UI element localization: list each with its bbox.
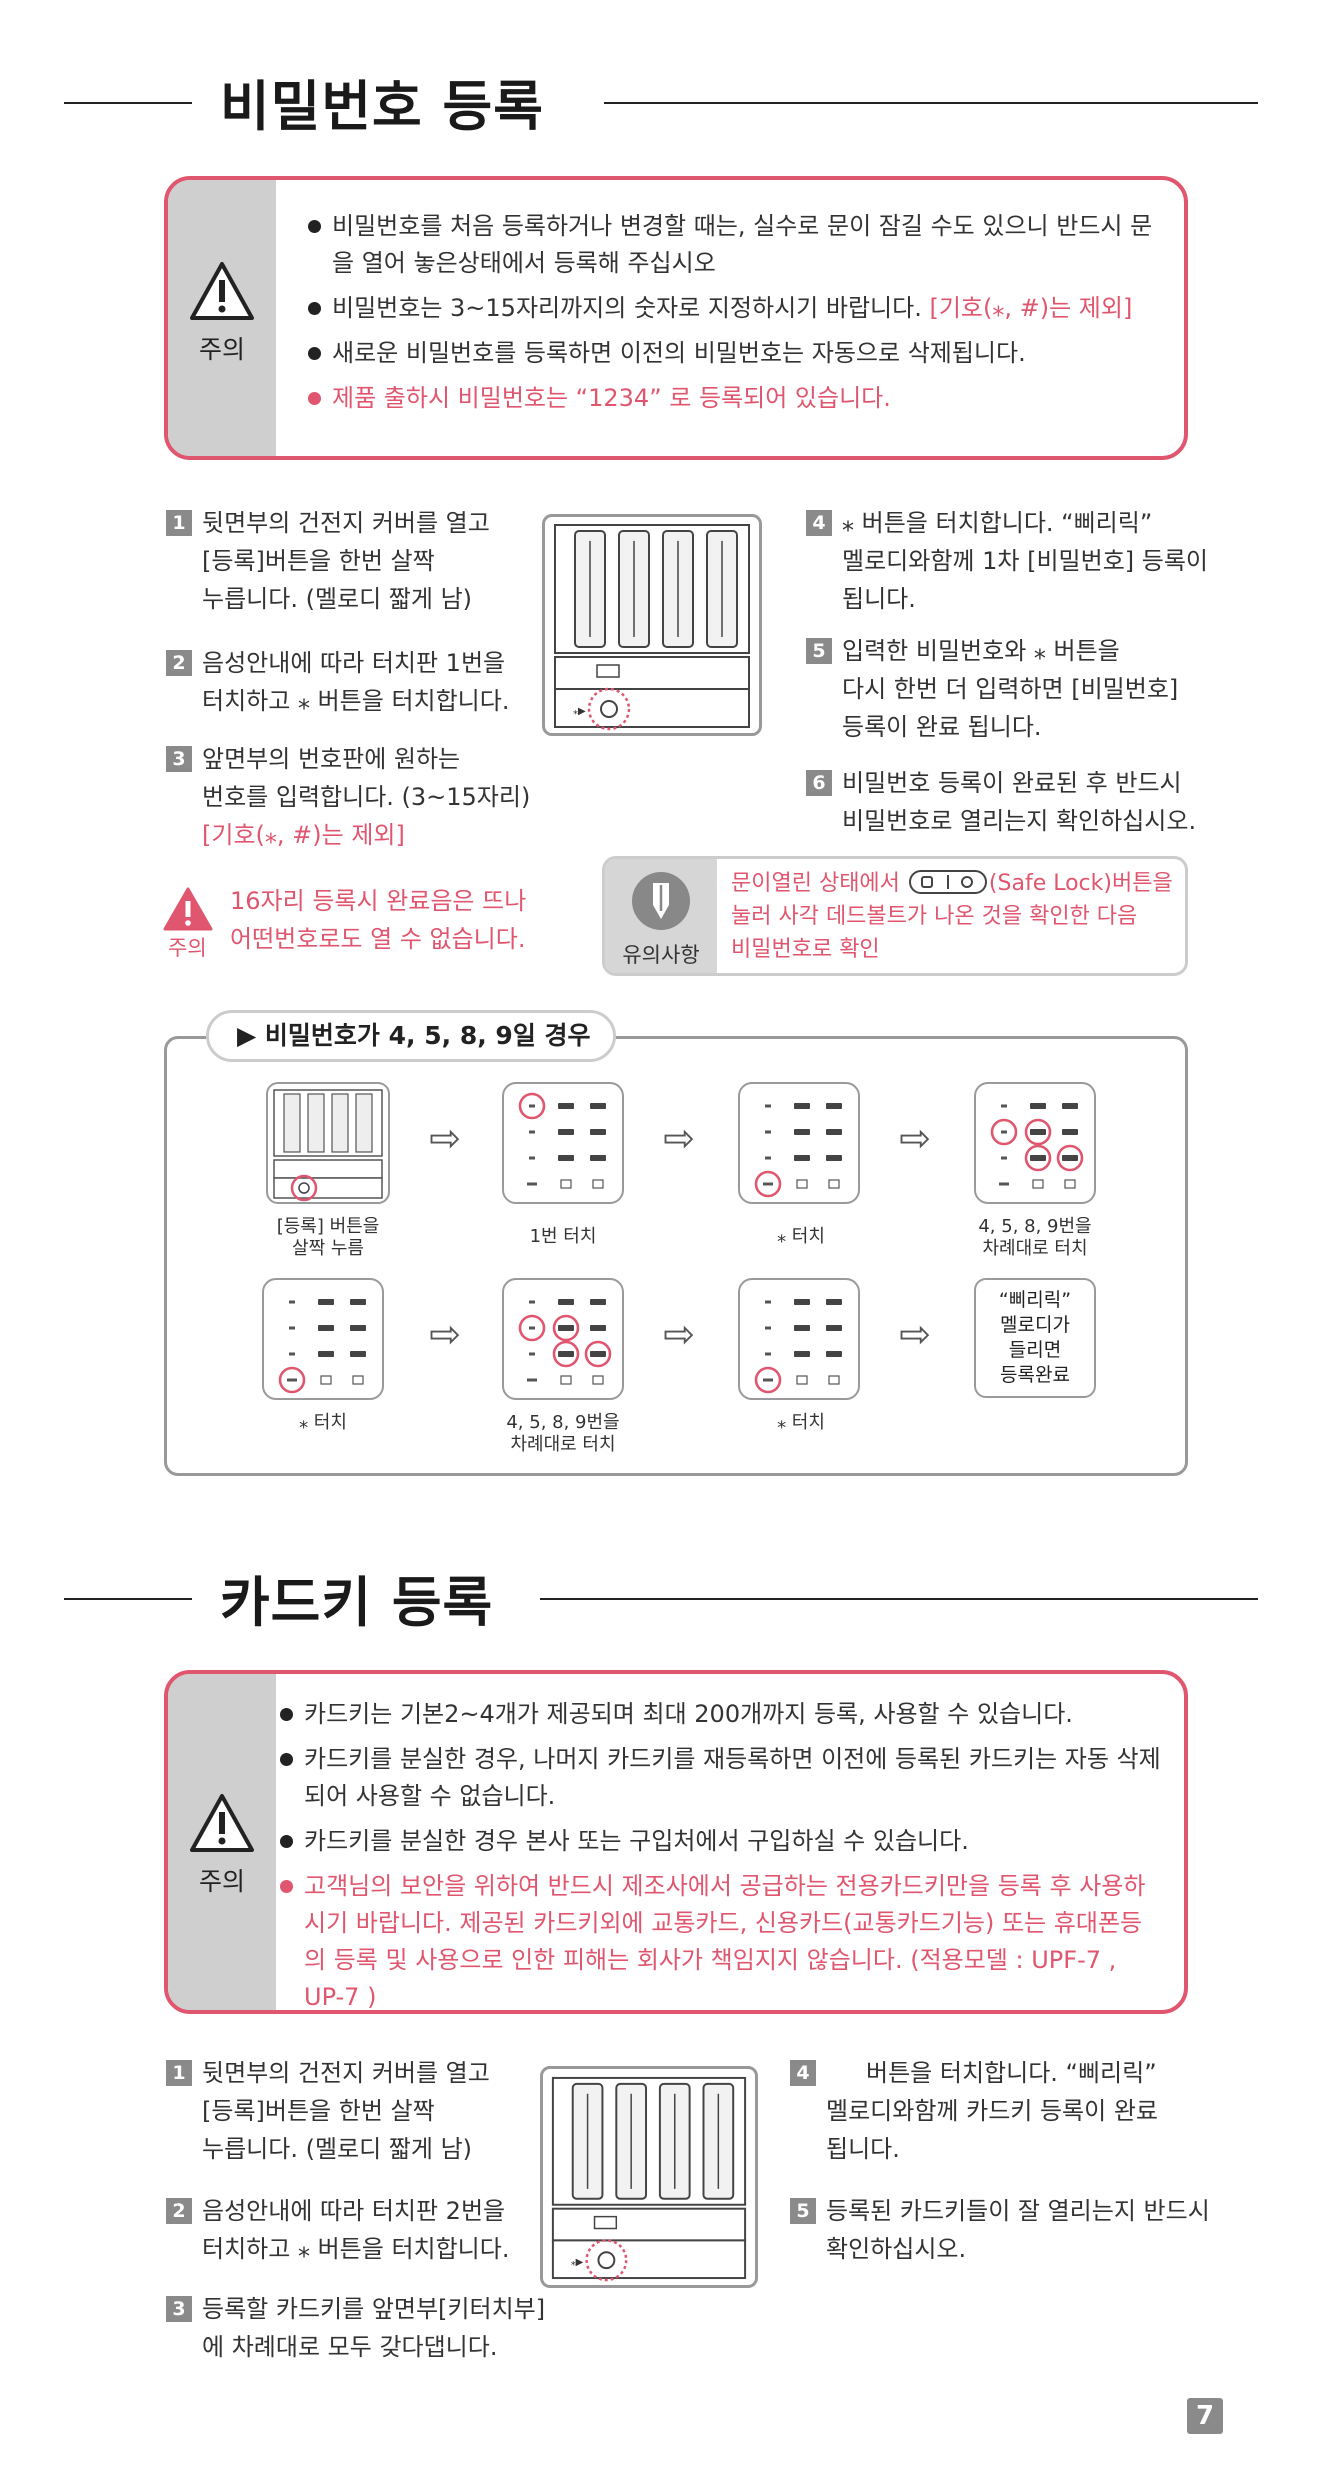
keypad-5 xyxy=(502,1278,624,1400)
caution-line: 카드키를 분실한 경우, 나머지 카드키를 재등록하면 이전에 등록된 카드키는… xyxy=(280,1741,1164,1815)
example-title: ▶ 비밀번호가 4, 5, 8, 9일 경우 xyxy=(206,1010,616,1062)
page-title: 비밀번호 등록 xyxy=(220,75,544,138)
caution-box-cardkey: 주의 카드키는 기본2~4개가 제공되며 최대 200개까지 등록, 사용할 수… xyxy=(164,1670,1188,2014)
caution-label: 주의 xyxy=(198,335,245,364)
arrow-right-icon: ⇨ xyxy=(899,1116,931,1160)
svg-text:⁎▶: ⁎▶ xyxy=(571,2257,584,2268)
caption: ⁎ 터치 xyxy=(777,1412,825,1433)
arrow-right-icon: ⇨ xyxy=(429,1312,461,1356)
caution-box-password: 주의 비밀번호를 처음 등록하거나 변경할 때는, 실수로 문이 잠길 수도 있… xyxy=(164,176,1188,460)
caption: 1번 터치 xyxy=(529,1226,597,1247)
keypad-4 xyxy=(262,1278,384,1400)
caution-line: 비밀번호를 처음 등록하거나 변경할 때는, 실수로 문이 잠길 수도 있으니 … xyxy=(308,208,1160,282)
arrow-right-icon: ⇨ xyxy=(899,1312,931,1356)
keypad-3 xyxy=(974,1082,1096,1204)
section-title-password: 비밀번호 등록 xyxy=(0,62,1319,142)
caution-label: 주의 xyxy=(198,1867,245,1896)
caution-line: 카드키를 분실한 경우 본사 또는 구입처에서 구입하실 수 있습니다. xyxy=(280,1823,1164,1860)
caution-line: 고객님의 보안을 위하여 반드시 제조사에서 공급하는 전용카드키만을 등록 후… xyxy=(280,1868,1164,2010)
battery-compartment-image: ⁎▶ xyxy=(542,514,762,736)
arrow-right-icon: ⇨ xyxy=(663,1116,695,1160)
svg-text:⁎▶: ⁎▶ xyxy=(573,706,586,717)
safe-lock-button-icon xyxy=(908,870,987,894)
caution-line: 새로운 비밀번호를 등록하면 이전의 비밀번호는 자동으로 삭제됩니다. xyxy=(308,335,1160,372)
section-title-cardkey: 카드키 등록 xyxy=(0,1558,1319,1638)
caution-line: 비밀번호는 3~15자리까지의 숫자로 지정하시기 바랍니다. [기호(⁎, #… xyxy=(308,290,1160,327)
keypad-1 xyxy=(502,1082,624,1204)
page-number: 7 xyxy=(1187,2398,1223,2434)
pen-notice-icon xyxy=(632,872,690,930)
warning-16-digit: 주의 16자리 등록시 완료음은 뜨나 어떤번호로도 열 수 없습니다. xyxy=(160,882,560,962)
step-4: 4⁎ 버튼을 터치합니다. “삐리릭” 멜로디와함께 1차 [비밀번호] 등록이… xyxy=(806,504,1208,618)
caption: ⁎ 터치 xyxy=(299,1412,347,1433)
keypad-6 xyxy=(738,1278,860,1400)
caution-line: 제품 출하시 비밀번호는 “1234” 로 등록되어 있습니다. xyxy=(308,380,1160,417)
arrow-right-icon: ⇨ xyxy=(663,1312,695,1356)
warning-icon xyxy=(190,262,254,320)
notice-box: 유의사항 문이열린 상태에서 (Safe Lock)버튼을 눌러 사각 데드볼트… xyxy=(602,856,1188,976)
warning-red-icon xyxy=(163,887,213,931)
arrow-right-icon: ⇨ xyxy=(429,1116,461,1160)
warning-icon xyxy=(190,1794,254,1852)
mini-battery-image xyxy=(266,1082,390,1204)
caution-line: 카드키는 기본2~4개가 제공되며 최대 200개까지 등록, 사용할 수 있습… xyxy=(280,1696,1164,1733)
caption: ⁎ 터치 xyxy=(777,1226,825,1247)
battery-compartment-image: ⁎▶ xyxy=(540,2066,758,2288)
keypad-2 xyxy=(738,1082,860,1204)
page-title: 카드키 등록 xyxy=(220,1571,494,1634)
